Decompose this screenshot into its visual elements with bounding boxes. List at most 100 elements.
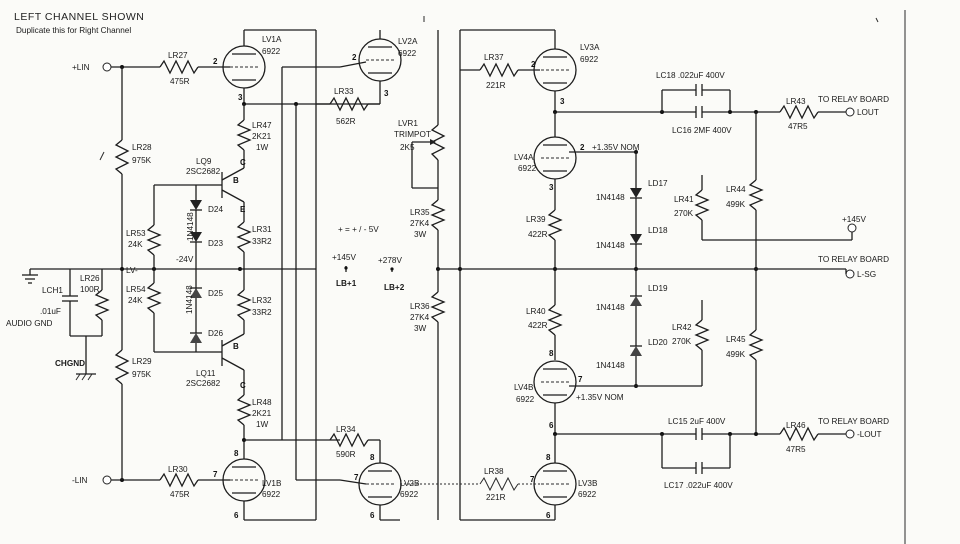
lr41-name: LR41 <box>674 195 694 204</box>
lr35-name: LR35 <box>410 208 430 217</box>
lr54-name: LR54 <box>126 285 146 294</box>
lq11-part: 2SC2682 <box>186 379 221 388</box>
lb2-label: LB+2 <box>384 283 405 292</box>
lr32-value: 33R2 <box>252 308 272 317</box>
ld19-label: LD19 <box>648 284 668 293</box>
tube-lv1a: LV1A 6922 3 <box>222 30 282 104</box>
frame-lines <box>244 10 906 544</box>
d25-label: D25 <box>208 289 223 298</box>
lr31-lr32: LR31 33R2 LR32 33R2 <box>236 221 272 334</box>
lr33-name: LR33 <box>334 87 354 96</box>
lr33-value: 562R <box>336 117 356 126</box>
d26-label: D26 <box>208 329 223 338</box>
lr48-value: 2K21 <box>252 409 272 418</box>
lq9-e: E <box>240 205 246 214</box>
lr53-lr54: LR53 24K LR54 24K LV- <box>126 184 210 353</box>
ld20-part: 1N4148 <box>596 361 625 370</box>
lvr1-lr35-lr36: LVR1 TRIMPOT 2K5 LR35 27K4 3W LR36 27K4 … <box>394 30 446 520</box>
lr43-name: LR43 <box>786 97 806 106</box>
transistor-lq9: B C E LQ9 2SC2682 <box>186 157 246 222</box>
lvr1-trimpot: TRIMPOT <box>394 130 431 139</box>
lr31-name: LR31 <box>252 225 272 234</box>
lr46-value: 47R5 <box>786 445 806 454</box>
lq11-b: B <box>233 342 239 351</box>
d24-label: D24 <box>208 205 223 214</box>
lout-top-terminal[interactable] <box>845 107 855 117</box>
ground-network: LCH1 .01uF LR26 100R AUDIO GND CHGND <box>6 267 242 381</box>
lsg-terminal[interactable] <box>845 269 855 279</box>
tube-lv3b: LV3B 6922 8 7 6 <box>530 434 598 520</box>
p145-right-terminal[interactable] <box>847 223 857 233</box>
lch1-name: LCH1 <box>42 286 63 295</box>
lv4a-type: 6922 <box>518 164 537 173</box>
lv2a-pin3: 3 <box>384 89 389 98</box>
lv4a-pin3: 3 <box>549 183 554 192</box>
lr28-name: LR28 <box>132 143 152 152</box>
supply-nodes: + = + / - 5V +145V +278V LB+1 LB+2 <box>240 225 462 292</box>
lr28-value: 975K <box>132 156 152 165</box>
lr39-name: LR39 <box>526 215 546 224</box>
lout-bottom-terminal[interactable] <box>845 429 855 439</box>
lv2a-name: LV2A <box>398 37 418 46</box>
lr38-value: 221R <box>486 493 506 502</box>
lv3b-name: LV3B <box>578 479 598 488</box>
lq9-c: C <box>240 158 246 167</box>
tube-lv2a: LV2A 6922 2 3 <box>339 30 418 104</box>
rail-note: + = + / - 5V <box>338 225 379 234</box>
p278-label: +278V <box>378 256 402 265</box>
lr45-value: 499K <box>726 350 746 359</box>
ld18-part: 1N4148 <box>596 241 625 250</box>
lr37-name: LR37 <box>484 53 504 62</box>
lr45-name: LR45 <box>726 335 746 344</box>
minus-lin-label: -LIN <box>72 476 88 485</box>
lv4b-pin6: 6 <box>549 421 554 430</box>
lv3b-type: 6922 <box>578 490 597 499</box>
lout-bottom-label: -LOUT <box>857 430 882 439</box>
lv2a-type: 6922 <box>398 49 417 58</box>
lv1a-pin3: 3 <box>238 93 243 102</box>
lv4b-type: 6922 <box>516 395 535 404</box>
diode-string-left: D24 D23 D25 D26 1N4148 1N4148 -24V <box>176 185 223 352</box>
schematic-subtitle: Duplicate this for Right Channel <box>16 26 131 35</box>
bias-resistors: LR28 975K LR29 975K <box>114 67 152 480</box>
lr42-name: LR42 <box>672 323 692 332</box>
lq11-c: C <box>240 381 246 390</box>
lr53-name: LR53 <box>126 229 146 238</box>
lv4b-name: LV4B <box>514 383 534 392</box>
minus-lin-terminal[interactable] <box>102 475 112 485</box>
tube-lv4b: LV4B 6922 8 7 6 +1.35V NOM <box>514 349 624 434</box>
lr30-name: LR30 <box>168 465 188 474</box>
lr35-watt: 3W <box>414 230 427 239</box>
plus-lin-terminal[interactable] <box>102 62 112 72</box>
relay-label-top: TO RELAY BOARD <box>818 95 889 104</box>
plus-lin-label: +LIN <box>72 63 90 72</box>
lv3b-pin6: 6 <box>546 511 551 520</box>
lc15-label: LC15 2uF 400V <box>668 417 726 426</box>
tube-lv1b: LV1B 6922 8 6 <box>222 448 316 521</box>
p145-right-label: +145V <box>842 215 866 224</box>
lv4a-name: LV4A <box>514 153 534 162</box>
scan-marks <box>99 16 879 161</box>
diode-string-right: LD17 LD18 LD19 LD20 1N4148 1N4148 1N4148… <box>596 152 668 388</box>
lr47-value: 2K21 <box>252 132 272 141</box>
lr42-value: 270K <box>672 337 692 346</box>
lv2a-pin2: 2 <box>352 53 357 62</box>
lr36-value: 27K4 <box>410 313 430 322</box>
lr53-value: 24K <box>128 240 143 249</box>
lout-top-label: LOUT <box>857 108 879 117</box>
lv3b-pin8: 8 <box>546 453 551 462</box>
lr29-name: LR29 <box>132 357 152 366</box>
lv-node: LV- <box>126 266 138 275</box>
ld18-label: LD18 <box>648 226 668 235</box>
relay-label-bottom: TO RELAY BOARD <box>818 417 889 426</box>
lv1b-type: 6922 <box>262 490 281 499</box>
lsg-bus: TO RELAY BOARD L-SG <box>460 255 889 279</box>
lv3a-output-net: LC18 .022uF 400V LC16 2MF 400V LR43 47R5… <box>553 71 889 135</box>
lv3a-pin2: 2 <box>531 60 536 69</box>
lv1a-pin2: 2 <box>213 57 218 66</box>
lr27-value: 475R <box>170 77 190 86</box>
lv4b-pin7: 7 <box>578 375 583 384</box>
lv1b-pin8: 8 <box>234 449 239 458</box>
lv3b-pin7: 7 <box>530 475 535 484</box>
